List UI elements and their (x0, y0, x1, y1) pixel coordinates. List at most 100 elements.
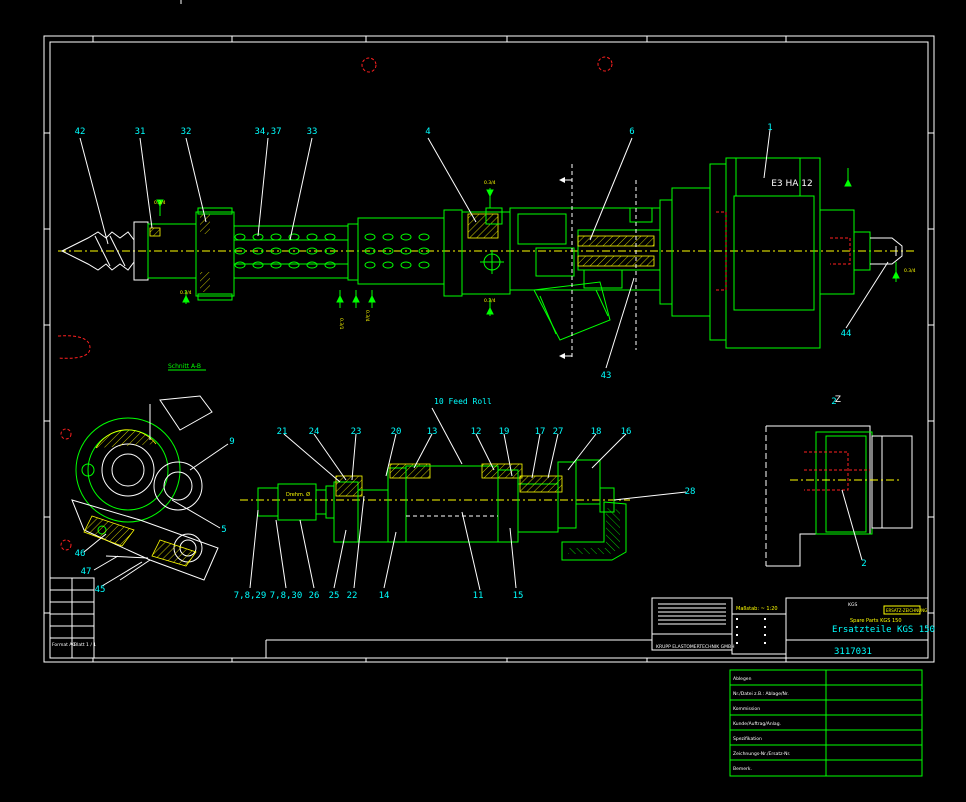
dimension-tag: 0.3/1 (338, 318, 344, 330)
cooling-bore (288, 247, 300, 255)
feed-roll-view (240, 459, 630, 561)
cooling-bore (234, 247, 246, 255)
part-label: 15 (513, 591, 524, 601)
cooling-bore (418, 247, 430, 255)
cooling-bore (252, 261, 264, 269)
part-label: 23 (351, 427, 362, 437)
cooling-bore (418, 233, 430, 241)
section-label: Schnitt A-B (168, 363, 201, 370)
cooling-bore (270, 233, 282, 241)
cooling-bore (252, 247, 264, 255)
part-label: 21 (277, 427, 288, 437)
part-label: 9 (229, 437, 234, 447)
cooling-bore (364, 247, 376, 255)
motor-label: E3 HA 12 (771, 179, 813, 189)
part-label: 1 (767, 123, 772, 133)
corner-label: Format A0 (52, 642, 75, 648)
title-block-tag: ERSATZ-ZEICHNUNG (886, 608, 927, 613)
part-label: 7,8,30 (270, 591, 303, 601)
scale-note: Maßstab: ~ 1:20 (736, 606, 778, 612)
dimension-tag: 0.3/4 (484, 298, 496, 304)
cooling-bore (324, 261, 336, 269)
part-label: 14 (379, 591, 390, 601)
green-arrows (156, 168, 900, 316)
side-table-row-label: Kunde/Auftrag/Anlag. (733, 721, 781, 727)
side-table-row-label: Spezifikation (733, 736, 762, 742)
cooling-bore (382, 261, 394, 269)
part-label: 11 (473, 591, 484, 601)
part-label: 45 (95, 585, 106, 595)
cooling-bore (288, 233, 300, 241)
torque-label: Drehm. Ø (286, 491, 310, 498)
company-name: KRUPP ELASTOMERTECHNIK GMBH (656, 644, 734, 650)
part-label: 17 (535, 427, 546, 437)
cooling-bore (364, 233, 376, 241)
corner-grid-table (49, 577, 95, 659)
part-label: 43 (601, 371, 612, 381)
part-label: 28 (685, 487, 696, 497)
dimension-tag: 0.3/4 (154, 200, 166, 206)
side-table-row-label: Ablegen (733, 676, 752, 682)
sheet-frame (43, 0, 935, 663)
cooling-bore (364, 261, 376, 269)
part-label: 44 (841, 329, 852, 339)
part-label: 32 (181, 127, 192, 137)
part-label: 18 (591, 427, 602, 437)
title-block-title: Ersatzteile KGS 150 (832, 625, 935, 635)
cooling-bore (400, 247, 412, 255)
drawing-number: 3117031 (834, 647, 872, 657)
revision-clouds (57, 56, 613, 551)
cooling-bore (234, 261, 246, 269)
part-label: 12 (471, 427, 482, 437)
part-label: 13 (427, 427, 438, 437)
feed-roll-label: 10 Feed Roll (434, 397, 492, 406)
part-label: 7,8,29 (234, 591, 267, 601)
title-block-subtitle: Spare Parts KGS 150 (850, 618, 902, 624)
cooling-bore (288, 261, 300, 269)
part-label: 22 (347, 591, 358, 601)
title-block-tag: KGS (848, 602, 857, 608)
cooling-bore (382, 247, 394, 255)
dimension-tag: 0.3/4 (180, 290, 192, 296)
side-table-row-label: Bemerk. (733, 766, 752, 772)
side-table-row-label: Nr./Datei z.B.: Ablage/Nr. (733, 691, 789, 697)
side-table-row-label: Zeichnungs-Nr./Ersatz-Nr. (733, 751, 790, 757)
cooling-bore (382, 233, 394, 241)
part-label: 24 (309, 427, 320, 437)
part-label: 31 (135, 127, 146, 137)
side-table (729, 669, 923, 777)
dimension-tag: 0.3/4 (484, 180, 496, 186)
cooling-bore (324, 233, 336, 241)
corner-label: Blatt 1 / 1 (74, 642, 96, 648)
extruder-main-view (58, 157, 915, 360)
section-a-b-view (71, 369, 219, 581)
part-label: 2 (861, 559, 866, 569)
part-label: 46 (75, 549, 86, 559)
part-label: 25 (329, 591, 340, 601)
leader-lines-bottom (249, 407, 687, 591)
part-label: 42 (75, 127, 86, 137)
leader-lines-top (79, 129, 889, 369)
cooling-bore (306, 247, 318, 255)
cooling-bore (418, 261, 430, 269)
side-table-row-label: Kommission (733, 706, 760, 712)
part-label: 20 (391, 427, 402, 437)
cooling-bore (270, 247, 282, 255)
part-label: 19 (499, 427, 510, 437)
part-label: 34,37 (254, 127, 281, 137)
cooling-bore (400, 233, 412, 241)
part-label: 5 (221, 525, 226, 535)
part-label: 33 (307, 127, 318, 137)
detail-z-title: Z (835, 395, 841, 405)
cooling-bore (270, 261, 282, 269)
cooling-bore (234, 233, 246, 241)
part-label: 2 (831, 397, 836, 407)
title-block (651, 597, 929, 659)
detail-z-view (765, 425, 913, 567)
cooling-bore (400, 261, 412, 269)
part-label: 16 (621, 427, 632, 437)
leader-lines-left (83, 443, 229, 587)
cooling-bore (306, 233, 318, 241)
dimension-tag: 0.3/4 (364, 310, 370, 322)
